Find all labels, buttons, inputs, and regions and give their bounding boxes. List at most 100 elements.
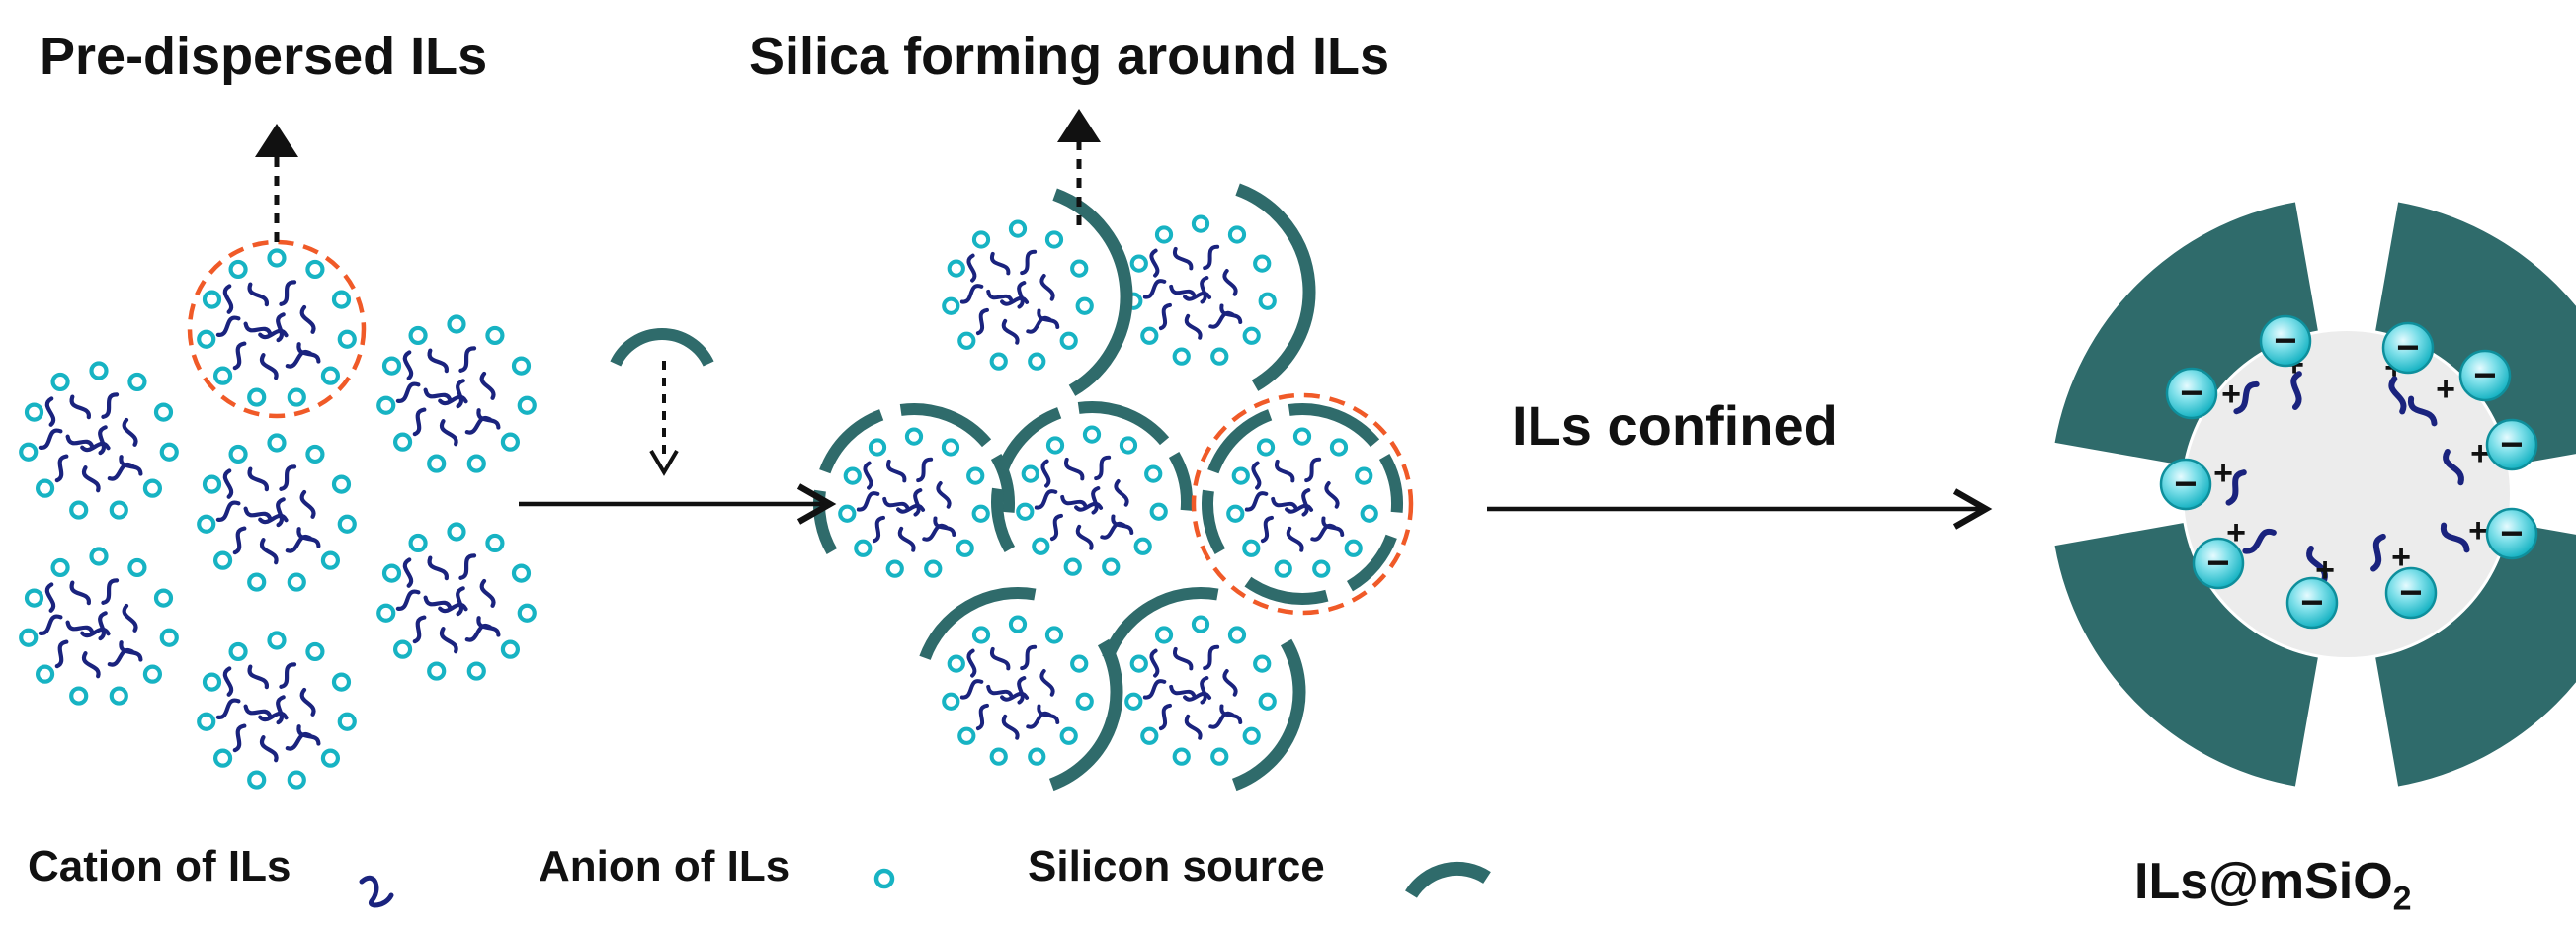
cation-icon	[1183, 691, 1212, 702]
anion-charge: −	[2174, 463, 2197, 506]
il-cluster	[376, 522, 537, 681]
anion-icon	[1191, 214, 1210, 233]
anion-icon	[1210, 747, 1229, 766]
cation-icon	[1020, 249, 1038, 276]
dashed-up-arrow-1-head	[255, 124, 298, 157]
cation-icon	[247, 466, 269, 492]
cation-icon	[44, 582, 56, 613]
anion-icon	[35, 664, 55, 684]
cation-icon	[122, 603, 138, 633]
anion-ball-icon	[2384, 566, 2438, 620]
il-cluster	[197, 433, 357, 592]
cation-icon	[1244, 491, 1269, 512]
cation-icon	[258, 513, 289, 525]
cation-icon	[101, 578, 120, 605]
anion-icon	[228, 641, 248, 662]
anion-icon	[427, 661, 447, 681]
anion-icon	[1226, 504, 1245, 523]
pre-dispersed-label: Pre-dispersed ILs	[40, 27, 488, 86]
anion-icon	[989, 747, 1008, 766]
cation-icon	[54, 454, 69, 483]
anion-ball-icon	[2485, 507, 2538, 560]
cation-icon	[1020, 644, 1038, 671]
cation-icon	[69, 580, 91, 606]
anion-icon	[305, 259, 325, 280]
cation-icon	[1172, 246, 1194, 271]
legend-icons	[359, 862, 1491, 908]
anion-icon	[24, 588, 44, 608]
anion-charge: −	[2500, 512, 2523, 555]
cation-icon	[69, 394, 91, 420]
cation-icon	[279, 662, 297, 689]
anion-icon	[1059, 726, 1078, 745]
cation-icon	[1251, 461, 1262, 490]
anion-icon	[843, 466, 862, 485]
anion-icon	[1140, 326, 1159, 345]
cation-icon	[215, 315, 241, 337]
anion-icon	[1172, 747, 1191, 766]
anion-icon	[89, 547, 109, 566]
cation-icon	[38, 428, 63, 450]
il-cluster	[19, 361, 179, 520]
cation-icon	[1039, 274, 1055, 301]
cation-icon	[1017, 281, 1027, 309]
product-label-subscript: 2	[2392, 880, 2412, 918]
anion-icon	[1360, 504, 1378, 523]
silica-arc	[1235, 183, 1316, 391]
anion-icon	[19, 442, 39, 462]
silica-arc	[919, 587, 1037, 660]
cation-icon	[1184, 313, 1203, 340]
cation-icon	[1026, 711, 1052, 729]
anion-icon	[1227, 626, 1247, 644]
cation-icon	[1286, 526, 1304, 552]
anion-icon	[1044, 626, 1064, 644]
anion-icon	[320, 366, 341, 385]
cation-icon	[81, 651, 101, 679]
cation-icon	[1049, 513, 1063, 542]
cation-icon	[458, 346, 477, 373]
cation-icon	[1184, 714, 1203, 740]
cation-icon	[222, 284, 234, 314]
cation-icon	[882, 496, 910, 510]
cation-icon	[402, 557, 414, 588]
anion-icon	[392, 639, 413, 659]
cation-icon	[1158, 703, 1172, 731]
cation-icon	[966, 648, 977, 678]
anion-icon	[511, 563, 532, 583]
anion-icon	[1140, 726, 1159, 745]
anion-icon	[1075, 692, 1094, 711]
cation-charge: +	[2468, 512, 2488, 549]
anion-icon	[924, 559, 943, 578]
il-clusters	[19, 214, 1378, 790]
silica-arc	[997, 407, 1062, 472]
cation-icon	[1001, 318, 1020, 345]
cation-icon	[1158, 302, 1172, 331]
cation-icon	[936, 481, 952, 509]
silica-arc	[813, 489, 838, 554]
anion-icon	[485, 533, 505, 553]
cation-icon	[279, 280, 297, 306]
anion-icon	[942, 692, 960, 711]
anion-icon	[1021, 464, 1039, 483]
anion-icon	[376, 395, 396, 415]
silica-arc	[899, 403, 992, 448]
legend-cation-label: Cation of ILs	[28, 842, 291, 890]
anion-icon	[127, 372, 147, 392]
product-label-main: ILs@mSiO	[2134, 853, 2393, 910]
legend-cation-icon	[359, 875, 394, 908]
cation-icon	[1001, 714, 1020, 740]
anion-icon	[287, 572, 306, 592]
anion-icon	[1032, 537, 1050, 555]
cation-icon	[215, 500, 241, 522]
silica-wall	[2054, 202, 2318, 465]
anion-icon	[142, 664, 163, 684]
cation-tail-icon	[2441, 522, 2470, 553]
cation-icon	[107, 647, 134, 667]
anion-icon	[19, 628, 39, 647]
cation-icon	[479, 578, 496, 608]
anion-ball-icon	[2285, 576, 2339, 630]
anion-icon	[267, 433, 287, 453]
legend-silicon-label: Silicon source	[1028, 842, 1325, 890]
anion-charge: −	[2500, 423, 2523, 466]
anion-icon	[1149, 502, 1168, 521]
